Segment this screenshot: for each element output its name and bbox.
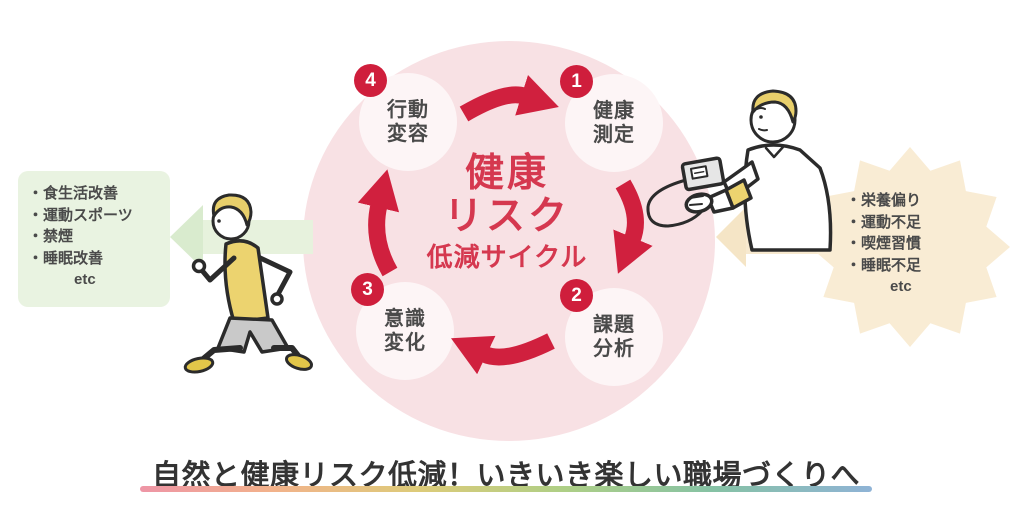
step-1-circle xyxy=(565,74,663,172)
cycle-step-3: 3 意識 変化 xyxy=(351,273,455,381)
step-1-label: 健康 測定 xyxy=(593,100,635,146)
improvement-item: ・睡眠改善 xyxy=(28,249,104,267)
rainbow-underline xyxy=(140,486,872,492)
runner-illustration xyxy=(183,193,314,374)
risk-burst-shape xyxy=(810,147,1010,347)
risk-item: ・喫煙習慣 xyxy=(846,235,922,252)
step-3-circle xyxy=(356,282,454,380)
step-4-circle xyxy=(359,73,457,171)
risk-item: ・運動不足 xyxy=(846,213,922,231)
improvement-item: ・食生活改善 xyxy=(28,185,119,202)
risk-etc-label: etc xyxy=(890,278,912,295)
cycle-arrow-4-to-1 xyxy=(459,74,559,122)
cycle-arrow-1-to-2 xyxy=(613,179,653,274)
blood-pressure-illustration xyxy=(646,89,833,252)
improvements-box: ・食生活改善 ・運動スポーツ ・禁煙 ・睡眠改善 etc xyxy=(18,171,170,307)
step-4-number-badge: 4 xyxy=(354,64,387,97)
cycle-arrow-2-to-3 xyxy=(450,333,555,375)
cycle-arrows xyxy=(357,74,653,375)
step-1-number-badge: 1 xyxy=(560,65,593,98)
cycle-title: 健康 リスク xyxy=(443,152,571,238)
cycle-step-4: 4 行動 変容 xyxy=(354,64,458,172)
cycle-step-1: 1 健康 測定 xyxy=(560,65,664,173)
step-2-label: 課題 分析 xyxy=(593,314,635,360)
improvement-item: ・運動スポーツ xyxy=(28,206,133,224)
step-3-number-badge: 3 xyxy=(351,273,384,306)
risk-item: ・栄養偏り xyxy=(846,192,922,209)
step-2-circle xyxy=(565,288,663,386)
step-3-label: 意識 変化 xyxy=(384,308,426,354)
cycle-subtitle: 低減サイクル xyxy=(426,242,588,272)
risk-factors-list: ・栄養偏り ・運動不足 ・喫煙習慣 ・睡眠不足 etc xyxy=(846,190,986,298)
risk-item: ・睡眠不足 xyxy=(846,256,922,274)
cycle-center-label: 健康 リスク 低減サイクル xyxy=(427,152,588,272)
improvement-etc-label: etc xyxy=(74,271,96,288)
cycle-step-2: 2 課題 分析 xyxy=(560,279,664,387)
step-4-label: 行動 変容 xyxy=(387,99,429,145)
improvement-item: ・禁煙 xyxy=(28,228,74,245)
cycle-arrow-3-to-4 xyxy=(357,169,400,277)
step-2-number-badge: 2 xyxy=(560,279,593,312)
